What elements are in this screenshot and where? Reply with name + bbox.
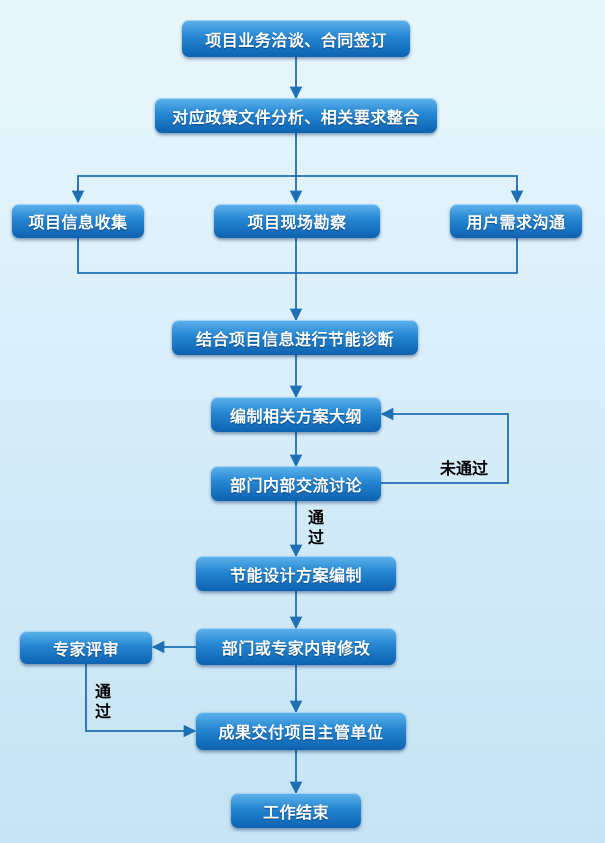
node-user-communication: 用户需求沟通	[450, 204, 582, 238]
node-energy-diagnosis: 结合项目信息进行节能诊断	[172, 320, 418, 355]
node-policy-analysis: 对应政策文件分析、相关要求整合	[155, 98, 437, 133]
edge-n8b-n9	[85, 664, 197, 738]
split-bar	[77, 175, 518, 200]
loop-not-passed	[380, 407, 509, 484]
node-internal-review: 部门或专家内审修改	[196, 628, 396, 665]
label-passed-1: 通过	[307, 508, 324, 547]
node-design-plan: 节能设计方案编制	[196, 556, 396, 591]
node-info-collection: 项目信息收集	[12, 204, 144, 238]
label-not-passed: 未通过	[440, 459, 489, 478]
node-deliverable-handover: 成果交付项目主管单位	[196, 712, 406, 750]
merge-bar	[77, 238, 518, 274]
node-expert-review: 专家评审	[20, 631, 152, 664]
node-plan-outline: 编制相关方案大纲	[211, 397, 381, 432]
node-site-survey: 项目现场勘察	[214, 204, 380, 238]
node-contract-signing: 项目业务洽谈、合同签订	[182, 20, 410, 57]
node-internal-discussion: 部门内部交流讨论	[211, 466, 381, 501]
node-work-end: 工作结束	[231, 793, 361, 828]
label-passed-2: 通过	[94, 682, 111, 721]
